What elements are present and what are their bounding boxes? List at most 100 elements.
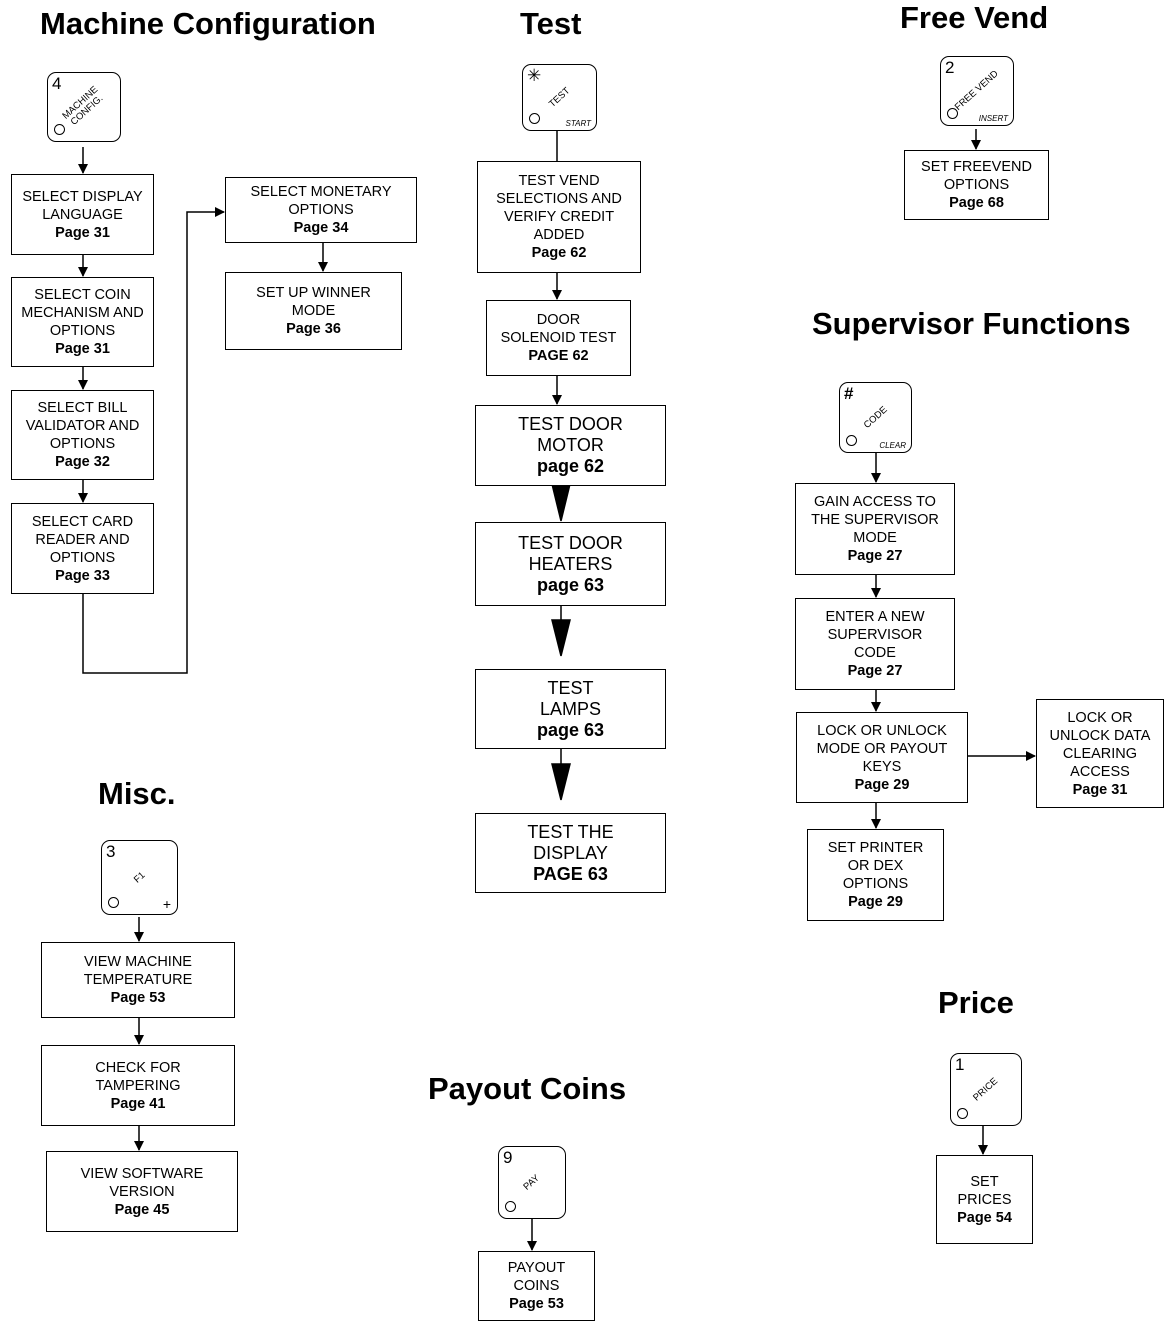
key-label: PAY bbox=[521, 1172, 542, 1193]
free-vend-key-icon: 2 FREE VEND INSERT bbox=[940, 56, 1014, 126]
box-page: Page 34 bbox=[293, 220, 349, 236]
box-text: LOCK OR UNLOCK DATA CLEARING ACCESS bbox=[1049, 709, 1151, 780]
box-page: PAGE 62 bbox=[528, 348, 589, 364]
box-page: Page 31 bbox=[1072, 781, 1128, 798]
box-set-up-winner-mode: SET UP WINNER MODE Page 36 bbox=[225, 272, 402, 350]
title-payout-coins: Payout Coins bbox=[428, 1071, 627, 1106]
box-page: page 63 bbox=[536, 574, 605, 595]
box-enter-new-supervisor-code: ENTER A NEW SUPERVISOR CODE Page 27 bbox=[795, 598, 955, 690]
box-text: SELECT DISPLAY LANGUAGE bbox=[22, 188, 143, 223]
box-view-machine-temperature: VIEW MACHINE TEMPERATURE Page 53 bbox=[41, 942, 235, 1018]
key-number: 9 bbox=[503, 1148, 513, 1167]
box-page: Page 29 bbox=[848, 894, 903, 910]
box-test-door-motor: TEST DOOR MOTOR page 62 bbox=[475, 405, 666, 486]
key-label: FREE VEND bbox=[952, 68, 1001, 113]
key-sublabel: INSERT bbox=[978, 114, 1008, 123]
box-page: Page 53 bbox=[509, 1296, 564, 1312]
key-label: TEST bbox=[546, 84, 572, 110]
key-led-icon bbox=[846, 435, 857, 446]
code-key-icon: # CODE CLEAR bbox=[839, 382, 912, 453]
box-page: Page 27 bbox=[847, 663, 903, 679]
box-test-lamps: TEST LAMPS page 63 bbox=[475, 669, 666, 749]
f1-key-icon: 3 F1 + bbox=[101, 840, 178, 915]
box-text: SET PRICES bbox=[957, 1173, 1012, 1208]
box-text: PAYOUT COINS bbox=[507, 1260, 566, 1294]
box-text: TEST LAMPS bbox=[539, 677, 602, 719]
box-test-the-display: TEST THE DISPLAY PAGE 63 bbox=[475, 813, 666, 893]
machine-config-key-icon: 4 MACHINE CONFIG. bbox=[47, 72, 121, 142]
box-text: DOOR SOLENOID TEST bbox=[500, 312, 617, 346]
box-text: SELECT COIN MECHANISM AND OPTIONS bbox=[21, 287, 144, 339]
box-select-card-reader: SELECT CARD READER AND OPTIONS Page 33 bbox=[11, 503, 154, 594]
big-arrow-motor-heaters bbox=[551, 483, 571, 522]
title-machine-configuration: Machine Configuration bbox=[40, 6, 376, 41]
box-payout-coins: PAYOUT COINS Page 53 bbox=[478, 1251, 595, 1321]
key-number: 3 bbox=[106, 842, 116, 861]
key-label: CODE bbox=[861, 403, 890, 431]
box-text: CHECK FOR TAMPERING bbox=[95, 1059, 181, 1094]
key-led-icon bbox=[529, 113, 540, 124]
box-page: page 63 bbox=[536, 719, 605, 740]
box-page: Page 53 bbox=[110, 990, 166, 1006]
box-view-software-version: VIEW SOFTWARE VERSION Page 45 bbox=[46, 1151, 238, 1232]
box-page: Page 62 bbox=[531, 245, 587, 261]
box-text: TEST THE DISPLAY bbox=[527, 821, 614, 863]
big-arrow-lamps-display bbox=[551, 763, 571, 801]
key-number: 1 bbox=[955, 1055, 965, 1074]
key-sublabel: + bbox=[162, 896, 171, 912]
box-text: SET FREEVEND OPTIONS bbox=[921, 159, 1032, 193]
box-page: Page 29 bbox=[854, 776, 910, 793]
box-page: Page 32 bbox=[55, 454, 110, 470]
box-page: Page 68 bbox=[949, 195, 1004, 211]
box-text: TEST DOOR HEATERS bbox=[518, 532, 623, 574]
box-text: GAIN ACCESS TO THE SUPERVISOR MODE bbox=[811, 494, 939, 546]
box-text: LOCK OR UNLOCK MODE OR PAYOUT KEYS bbox=[816, 722, 948, 775]
box-text: SELECT CARD READER AND OPTIONS bbox=[31, 513, 134, 566]
box-page: Page 27 bbox=[847, 548, 903, 564]
box-page: Page 41 bbox=[110, 1095, 166, 1112]
box-text: TEST VEND SELECTIONS AND VERIFY CREDIT A… bbox=[496, 173, 622, 243]
box-page: Page 31 bbox=[55, 341, 110, 357]
box-text: ENTER A NEW SUPERVISOR CODE bbox=[825, 609, 925, 661]
box-lock-unlock-data-clearing: LOCK OR UNLOCK DATA CLEARING ACCESS Page… bbox=[1036, 699, 1164, 808]
key-sublabel: CLEAR bbox=[879, 441, 906, 450]
box-set-freevend-options: SET FREEVEND OPTIONS Page 68 bbox=[904, 150, 1049, 220]
title-supervisor-functions: Supervisor Functions bbox=[812, 306, 1131, 341]
key-number: 2 bbox=[945, 58, 955, 77]
title-price: Price bbox=[938, 985, 1014, 1020]
box-text: SET PRINTER OR DEX OPTIONS bbox=[827, 840, 924, 892]
key-led-icon bbox=[54, 124, 65, 135]
key-number: # bbox=[844, 384, 854, 403]
key-label: PRICE bbox=[971, 1075, 1001, 1103]
box-text: VIEW SOFTWARE VERSION bbox=[80, 1165, 204, 1200]
key-led-icon bbox=[108, 897, 119, 908]
pay-key-icon: 9 PAY bbox=[498, 1146, 566, 1219]
key-led-icon bbox=[947, 108, 958, 119]
box-text: SELECT BILL VALIDATOR AND OPTIONS bbox=[25, 400, 140, 452]
box-page: Page 31 bbox=[55, 224, 110, 241]
title-free-vend: Free Vend bbox=[900, 0, 1049, 35]
key-number: 4 bbox=[52, 74, 62, 93]
box-test-vend-selections: TEST VEND SELECTIONS AND VERIFY CREDIT A… bbox=[477, 161, 641, 273]
key-label: MACHINE CONFIG. bbox=[60, 84, 106, 128]
big-arrow-heaters-lamps bbox=[551, 619, 571, 657]
key-led-icon bbox=[957, 1108, 968, 1119]
key-label: F1 bbox=[131, 869, 147, 885]
box-text: SET UP WINNER MODE bbox=[256, 285, 371, 319]
test-key-icon: ✳ TEST START bbox=[522, 64, 597, 131]
box-page: PAGE 63 bbox=[533, 863, 608, 884]
box-page: Page 36 bbox=[286, 321, 341, 337]
arrow-mc-card-monetary bbox=[82, 207, 225, 674]
box-page: Page 45 bbox=[114, 1201, 170, 1218]
box-page: Page 33 bbox=[55, 567, 110, 584]
box-select-display-language: SELECT DISPLAY LANGUAGE Page 31 bbox=[11, 174, 154, 255]
key-sublabel: START bbox=[565, 119, 591, 128]
box-select-coin-mechanism: SELECT COIN MECHANISM AND OPTIONS Page 3… bbox=[11, 277, 154, 367]
box-door-solenoid-test: DOOR SOLENOID TEST PAGE 62 bbox=[486, 300, 631, 376]
box-lock-unlock-mode-keys: LOCK OR UNLOCK MODE OR PAYOUT KEYS Page … bbox=[796, 712, 968, 803]
key-led-icon bbox=[505, 1201, 516, 1212]
box-select-monetary-options: SELECT MONETARY OPTIONS Page 34 bbox=[225, 177, 417, 243]
box-text: TEST DOOR MOTOR bbox=[518, 414, 623, 455]
box-test-door-heaters: TEST DOOR HEATERS page 63 bbox=[475, 522, 666, 606]
box-text: VIEW MACHINE TEMPERATURE bbox=[83, 954, 193, 988]
